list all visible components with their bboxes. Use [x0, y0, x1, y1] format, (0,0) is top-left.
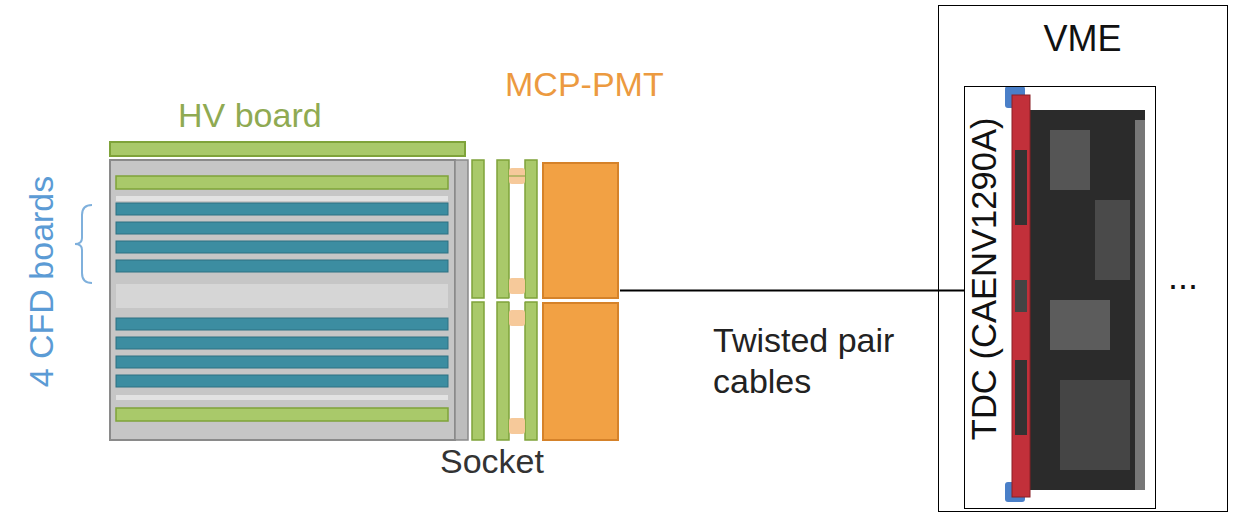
module-housing: [110, 160, 455, 440]
part-name: HV board: [178, 96, 322, 135]
node-heading: VME: [1043, 18, 1121, 59]
cfd-board: [116, 356, 448, 368]
board-gap: [116, 395, 448, 400]
socket-pin: [509, 278, 525, 294]
socket-board: [525, 302, 537, 440]
housing-edge: [455, 160, 468, 440]
cfd-board: [116, 222, 448, 234]
panel-connector: [1015, 280, 1027, 312]
node-heading: MCP-PMT: [505, 65, 664, 104]
card-chip: [1050, 300, 1110, 350]
green-board: [116, 408, 448, 421]
cfd-bracket: [75, 205, 92, 283]
cfd-board: [116, 337, 448, 349]
continuation-mark: ...: [1168, 256, 1198, 297]
board-gap: [116, 196, 448, 201]
socket-board: [472, 302, 484, 440]
card-chip: [1060, 380, 1130, 470]
socket-board: [525, 160, 537, 298]
edge-label: Twisted pair cables: [713, 320, 895, 402]
mcp-pmt-block: MCP-PMT: [543, 163, 620, 440]
card-front-panel: [1012, 95, 1030, 497]
cable-line: [620, 289, 964, 291]
card-connector: [1135, 120, 1145, 490]
card-board: [1030, 110, 1145, 490]
cfd-board: [116, 375, 448, 387]
module-name: TDC (CAENV1290A): [965, 117, 1005, 440]
mcp-pmt-tube: [543, 163, 618, 298]
socket-pin: [509, 168, 525, 184]
card-chip: [1095, 200, 1130, 280]
board-gap: [116, 284, 448, 308]
panel-connector: [1015, 360, 1027, 435]
cfd-board: [116, 203, 448, 215]
socket-board: [497, 160, 509, 298]
socket-pin: [509, 418, 525, 434]
cfd-board: [116, 260, 448, 272]
socket-board: [497, 302, 509, 440]
socket-pin: [509, 310, 525, 326]
panel-connector: [1015, 150, 1027, 225]
green-board: [116, 176, 448, 189]
socket-split: [509, 299, 525, 302]
part-name: Socket: [440, 442, 544, 481]
mcp-pmt-tube: [543, 303, 618, 440]
socket-board: [472, 160, 484, 298]
cfd-board: [116, 241, 448, 253]
hv-board-bar: [110, 142, 465, 156]
socket-wire: [509, 176, 525, 177]
group-label: 4 CFD boards: [22, 176, 61, 388]
card-chip: [1050, 130, 1090, 190]
tdc-module: TDC (CAENV1290A): [964, 86, 1156, 509]
cfd-board: [116, 318, 448, 330]
